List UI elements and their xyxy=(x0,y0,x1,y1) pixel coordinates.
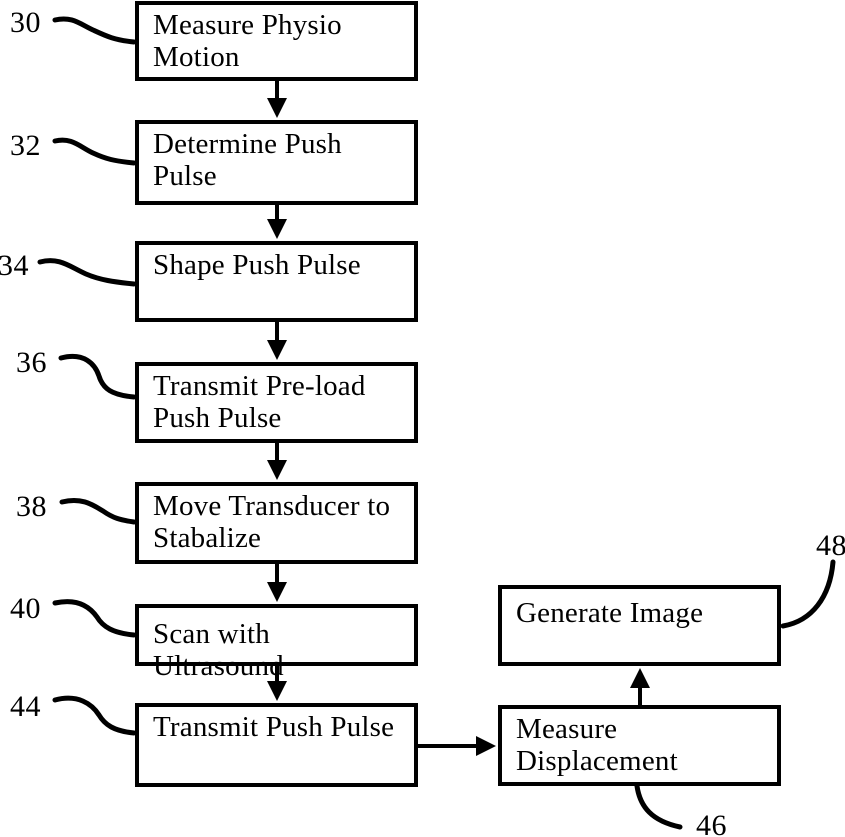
leader-line-38 xyxy=(59,497,137,525)
flow-step-transmit-push-pulse: Transmit Push Pulse xyxy=(135,703,418,787)
ref-label-30: 30 xyxy=(10,6,41,39)
flow-step-generate-image: Generate Image xyxy=(498,585,781,666)
flow-step-measure-displacement: Measure Displacement xyxy=(498,705,781,786)
flow-step-shape-push-pulse: Shape Push Pulse xyxy=(135,241,418,322)
ref-label-46: 46 xyxy=(696,809,727,837)
flow-step-move-transducer-to-stabalize: Move Transducer to Stabalize xyxy=(135,482,418,564)
leader-line-30 xyxy=(52,16,137,45)
ref-label-40: 40 xyxy=(10,592,41,625)
flow-step-transmit-preload-push-pulse: Transmit Pre-load Push Pulse xyxy=(135,362,418,443)
leader-line-34 xyxy=(37,258,137,287)
ref-label-38: 38 xyxy=(16,490,47,523)
flow-step-determine-push-pulse: Determine Push Pulse xyxy=(135,120,418,205)
flow-step-scan-with-ultrasound: Scan with Ultrasound xyxy=(135,604,418,682)
leader-line-48 xyxy=(780,559,836,629)
ref-label-36: 36 xyxy=(16,346,47,379)
flow-step-measure-physio-motion: Measure Physio Motion xyxy=(135,1,418,81)
ref-label-34: 34 xyxy=(0,249,29,282)
leader-line-32 xyxy=(52,137,137,166)
ref-label-44: 44 xyxy=(10,690,41,723)
leader-line-46 xyxy=(634,783,683,830)
leader-line-40 xyxy=(52,599,137,638)
ref-label-48: 48 xyxy=(816,529,845,562)
leader-line-36 xyxy=(58,354,137,400)
ref-label-32: 32 xyxy=(10,129,41,162)
leader-line-44 xyxy=(52,695,137,736)
